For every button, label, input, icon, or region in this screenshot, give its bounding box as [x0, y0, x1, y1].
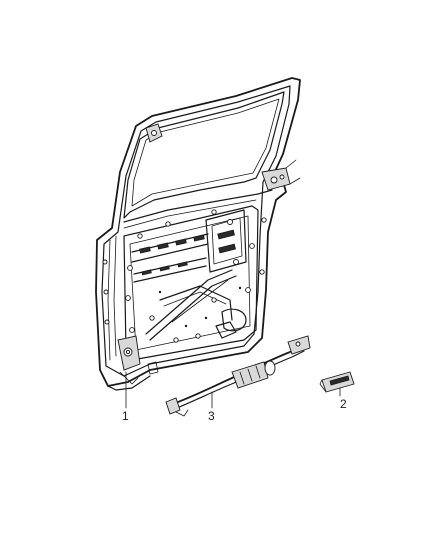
callout-2: 2	[340, 397, 347, 411]
door-shell	[95, 77, 301, 391]
callout-3: 3	[208, 409, 215, 423]
callout-1: 1	[122, 409, 129, 423]
door-switch-module	[319, 371, 355, 393]
leader-lines	[125, 371, 341, 409]
sliding-door-actuator	[165, 335, 311, 417]
